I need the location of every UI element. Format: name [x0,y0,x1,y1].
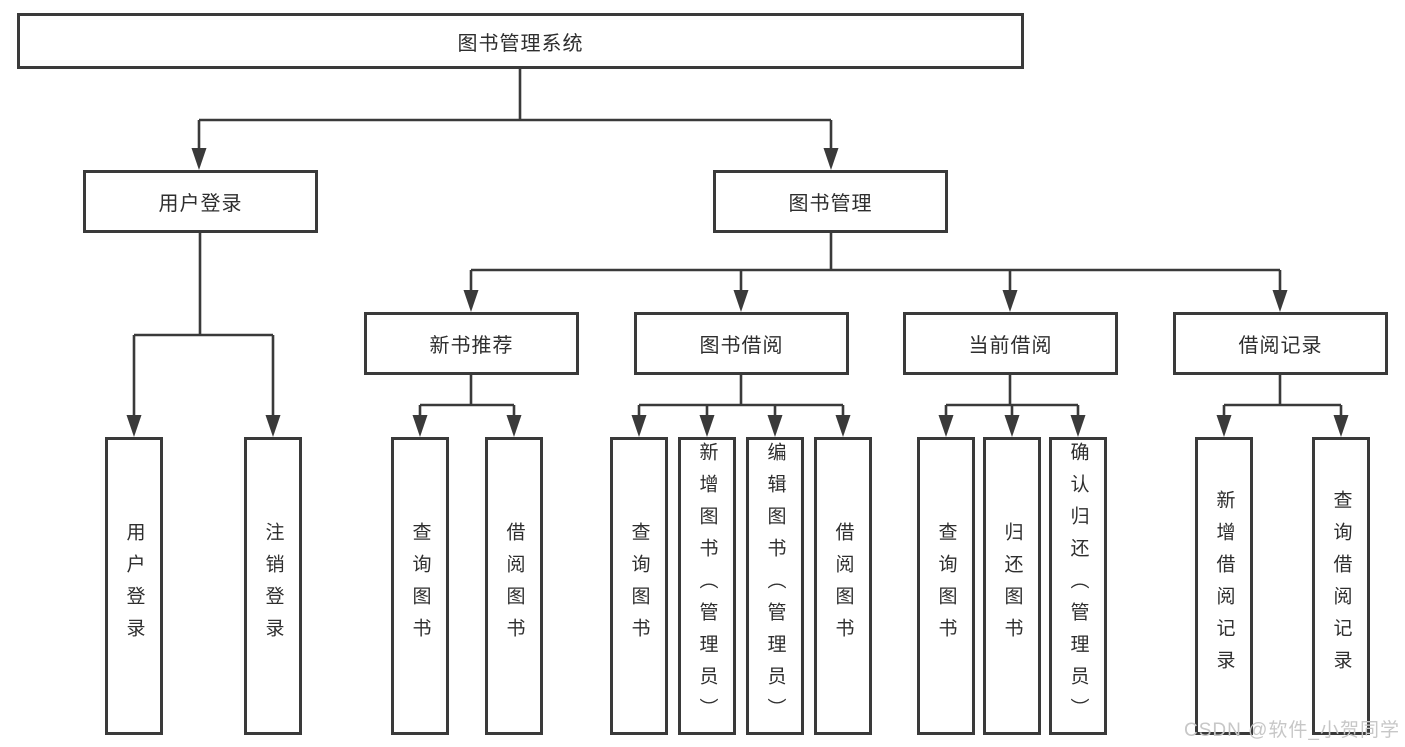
node-leaf-current-query-book: 查询图书 [917,437,975,735]
node-borrow-record: 借阅记录 [1173,312,1388,375]
arrowhead-icons [126,148,1349,437]
node-leaf-confirm-return-admin: 确认归还（管理员） [1049,437,1107,735]
leaf-label: 查询借阅记录 [1330,490,1352,682]
node-leaf-user-login: 用户登录 [105,437,163,735]
leaf-label: 用户登录 [123,522,145,650]
watermark: CSDN @软件_小贺同学 [1184,720,1400,741]
node-book-borrow: 图书借阅 [634,312,849,375]
leaf-label: 查询图书 [409,522,431,650]
node-book-management-module: 图书管理 [713,170,948,233]
node-leaf-borrow-book: 借阅图书 [814,437,872,735]
node-leaf-add-borrow-record: 新增借阅记录 [1195,437,1253,735]
leaf-label: 新增图书（管理员） [696,442,718,730]
leaf-label: 借阅图书 [832,522,854,650]
node-leaf-return-book: 归还图书 [983,437,1041,735]
node-root-system: 图书管理系统 [17,13,1024,69]
leaf-label: 编辑图书（管理员） [764,442,786,730]
node-leaf-recommend-borrow-book: 借阅图书 [485,437,543,735]
node-leaf-edit-book-admin: 编辑图书（管理员） [746,437,804,735]
node-leaf-borrow-query-book: 查询图书 [610,437,668,735]
leaf-label: 查询图书 [935,522,957,650]
node-leaf-recommend-query-book: 查询图书 [391,437,449,735]
leaf-label: 借阅图书 [503,522,525,650]
leaf-label: 新增借阅记录 [1213,490,1235,682]
node-leaf-logout: 注销登录 [244,437,302,735]
leaf-label: 注销登录 [262,522,284,650]
leaf-label: 归还图书 [1001,522,1023,650]
leaf-label: 查询图书 [628,522,650,650]
node-current-borrow: 当前借阅 [903,312,1118,375]
node-user-login-module: 用户登录 [83,170,318,233]
node-leaf-query-borrow-record: 查询借阅记录 [1312,437,1370,735]
node-leaf-add-book-admin: 新增图书（管理员） [678,437,736,735]
leaf-label: 确认归还（管理员） [1067,442,1089,730]
node-new-book-recommend: 新书推荐 [364,312,579,375]
